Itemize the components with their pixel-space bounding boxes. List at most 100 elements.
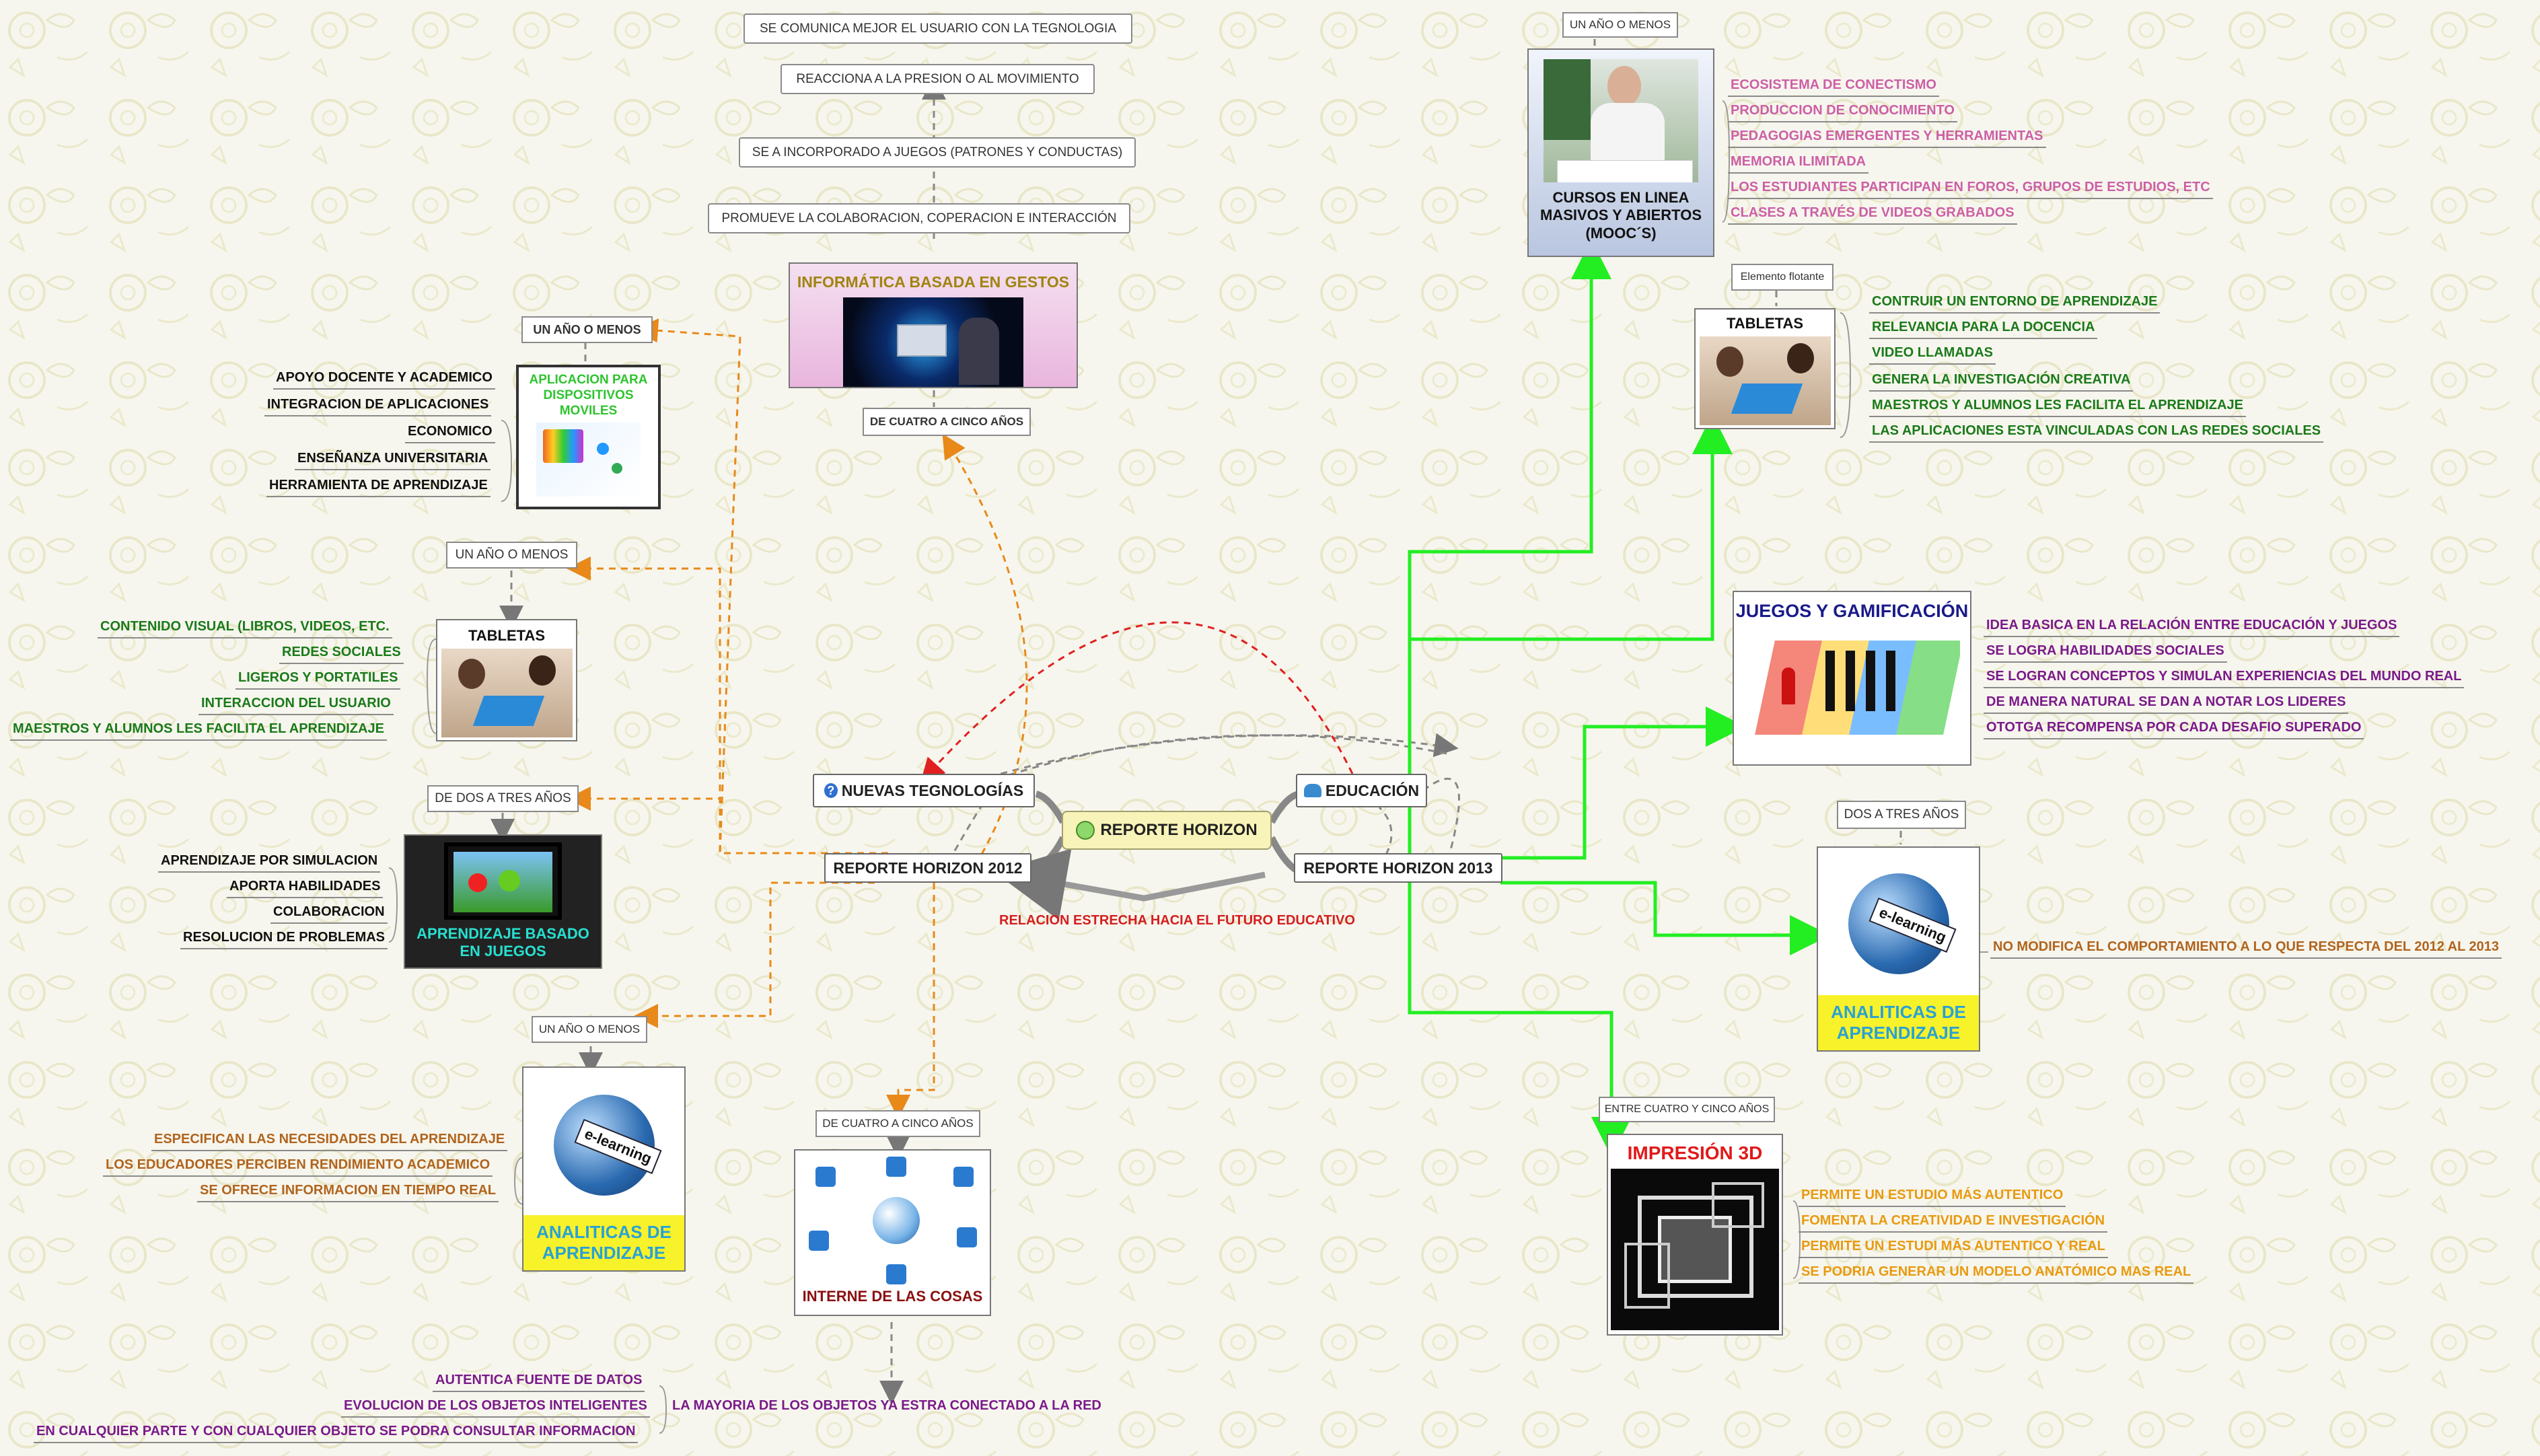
moocs-card[interactable]: CURSOS EN LINEA MASIVOS Y ABIERTOS (MOOC… (1527, 48, 1714, 257)
topic-educacion[interactable]: EDUCACIÓN (1296, 774, 1427, 807)
elearning-globe-icon: e-learning (1831, 860, 1966, 994)
gamificacion-item[interactable]: OTOTGA RECOMPENSA POR CADA DESAFIO SUPER… (1984, 720, 2364, 739)
tabletas12-item[interactable]: CONTENIDO VISUAL (LIBROS, VIDEOS, ETC. (98, 619, 392, 639)
juegos12-card[interactable]: APRENDIZAJE BASADO EN JUEGOS (404, 834, 602, 969)
tabletas12-item[interactable]: INTERACCION DEL USUARIO (198, 696, 394, 715)
tabletas13-item[interactable]: RELEVANCIA PARA LA DOCENCIA (1869, 320, 2098, 339)
analiticas12-title: ANALITICAS DE APRENDIZAJE (523, 1215, 684, 1270)
tabletas13-image (1699, 336, 1831, 426)
gestos-title: INFORMÁTICA BASADA EN GESTOS (797, 273, 1070, 291)
tabletas12-tag[interactable]: UN AÑO O MENOS (446, 542, 577, 569)
impresion-item[interactable]: SE PODRIA GENERAR UN MODELO ANATÓMICO MA… (1799, 1264, 2194, 1284)
juegos12-tag[interactable]: DE DOS A TRES AÑOS (427, 785, 579, 812)
analiticas12-item[interactable]: ESPECIFICAN LAS NECESIDADES DEL APRENDIZ… (151, 1132, 508, 1151)
tabletas12-item[interactable]: REDES SOCIALES (279, 645, 404, 664)
topic-reporte-2013[interactable]: REPORTE HORIZON 2013 (1294, 853, 1502, 883)
tabletas12-card[interactable]: TABLETAS (436, 619, 577, 741)
smile-icon (1076, 821, 1095, 840)
moocs-item[interactable]: CLASES A TRAVÉS DE VIDEOS GRABADOS (1728, 205, 2017, 225)
people-icon (1303, 784, 1321, 797)
gestos-card[interactable]: INFORMÁTICA BASADA EN GESTOS (789, 262, 1078, 388)
tabletas13-title: TABLETAS (1726, 315, 1804, 332)
elearning-globe-icon: e-learning (537, 1081, 672, 1216)
cosas-item[interactable]: AUTENTICA FUENTE DE DATOS (433, 1373, 645, 1392)
juegos12-item[interactable]: APRENDIZAJE POR SIMULACION (158, 853, 381, 873)
moocs-item[interactable]: ECOSISTEMA DE CONECTISMO (1728, 77, 1939, 97)
analiticas12-item[interactable]: LOS EDUCADORES PERCIBEN RENDIMIENTO ACAD… (103, 1157, 493, 1177)
topic-nuevas-tecnologias[interactable]: ? NUEVAS TEGNOLOGÍAS (813, 774, 1035, 807)
moviles-item[interactable]: INTEGRACION DE APLICACIONES (264, 397, 492, 416)
gamificacion-image (1744, 627, 1960, 749)
topic-reporte-2012[interactable]: REPORTE HORIZON 2012 (824, 853, 1031, 883)
topic-nuevas-label: NUEVAS TEGNOLOGÍAS (841, 781, 1024, 799)
moviles-item[interactable]: ECONOMICO (405, 424, 495, 443)
moocs-item[interactable]: MEMORIA ILIMITADA (1728, 154, 1869, 174)
moviles-item[interactable]: ENSEÑANZA UNIVERSITARIA (295, 451, 491, 470)
gamificacion-item[interactable]: DE MANERA NATURAL SE DAN A NOTAR LOS LID… (1984, 694, 2349, 714)
tabletas13-item[interactable]: MAESTROS Y ALUMNOS LES FACILITA EL APREN… (1869, 398, 2246, 417)
tabletas13-item[interactable]: LAS APLICACIONES ESTA VINCULADAS CON LAS… (1869, 423, 2324, 443)
gamificacion-item[interactable]: IDEA BASICA EN LA RELACIÓN ENTRE EDUCACI… (1984, 618, 2400, 637)
analiticas13-title: ANALITICAS DE APRENDIZAJE (1818, 995, 1979, 1050)
moocs-item[interactable]: PEDAGOGIAS EMERGENTES Y HERRAMIENTAS (1728, 129, 2046, 148)
gamificacion-item[interactable]: SE LOGRA HABILIDADES SOCIALES (1984, 643, 2227, 663)
gestos-chain-4[interactable]: PROMUEVE LA COLABORACION, COPERACION E I… (708, 203, 1130, 233)
moocs-item[interactable]: PRODUCCION DE CONOCIMIENTO (1728, 103, 1957, 122)
gestos-chain-1[interactable]: SE COMUNICA MEJOR EL USUARIO CON LA TEGN… (743, 13, 1132, 44)
tabletas13-tag[interactable]: Elemento flotante (1731, 264, 1834, 291)
juegos12-item[interactable]: RESOLUCION DE PROBLEMAS (180, 930, 388, 949)
impresion-item[interactable]: FOMENTA LA CREATIVIDAD E INVESTIGACIÓN (1799, 1213, 2108, 1233)
tabletas13-card[interactable]: TABLETAS (1694, 308, 1836, 429)
impresion-item[interactable]: PERMITE UN ESTUDIO MÁS AUTENTICO (1799, 1188, 2066, 1207)
tabletas13-item[interactable]: GENERA LA INVESTIGACIÓN CREATIVA (1869, 372, 2134, 392)
impresion-image (1611, 1168, 1779, 1330)
juegos12-image (444, 842, 562, 920)
juegos12-title: APRENDIZAJE BASADO EN JUEGOS (416, 925, 589, 960)
impresion-tag[interactable]: ENTRE CUATRO Y CINCO AÑOS (1599, 1097, 1775, 1122)
tabletas12-title: TABLETAS (468, 627, 546, 644)
impresion-card[interactable]: IMPRESIÓN 3D (1607, 1134, 1783, 1336)
analiticas12-card[interactable]: e-learning ANALITICAS DE APRENDIZAJE (522, 1066, 686, 1272)
tabletas13-item[interactable]: CONTRUIR UN ENTORNO DE APRENDIZAJE (1869, 294, 2161, 314)
tabletas12-image (441, 649, 573, 738)
impresion-item[interactable]: PERMITE UN ESTUDI MÁS AUTENTICO Y REAL (1799, 1239, 2108, 1258)
gamificacion-title: JUEGOS Y GAMIFICACIÓN (1735, 601, 1969, 621)
analiticas12-item[interactable]: SE OFRECE INFORMACION EN TIEMPO REAL (197, 1183, 499, 1202)
tabletas12-item[interactable]: MAESTROS Y ALUMNOS LES FACILITA EL APREN… (10, 721, 387, 741)
moviles-item[interactable]: APOYO DOCENTE Y ACADEMICO (273, 370, 495, 390)
analiticas13-tag[interactable]: DOS A TRES AÑOS (1837, 801, 1966, 829)
gestos-chain-3[interactable]: SE A INCORPORADO A JUEGOS (PATRONES Y CO… (739, 137, 1136, 168)
gestos-chain-2[interactable]: REACCIONA A LA PRESION O AL MOVIMIENTO (781, 64, 1095, 94)
moocs-tag[interactable]: UN AÑO O MENOS (1562, 12, 1678, 38)
gamificacion-card[interactable]: JUEGOS Y GAMIFICACIÓN (1733, 591, 1971, 766)
central-topic[interactable]: REPORTE HORIZON (1062, 811, 1272, 850)
cosas-item[interactable]: EN CUALQUIER PARTE Y CON CUALQUIER OBJET… (34, 1424, 639, 1443)
moviles-card[interactable]: APLICACION PARA DISPOSITIVOS MOVILES (516, 365, 661, 509)
relacion-label: RELACION ESTRECHA HACIA EL FUTURO EDUCAT… (999, 913, 1355, 928)
analiticas12-tag[interactable]: UN AÑO O MENOS (532, 1016, 647, 1043)
cosas-tag[interactable]: DE CUATRO A CINCO AÑOS (815, 1110, 980, 1137)
topic-2012-label: REPORTE HORIZON 2012 (833, 859, 1023, 877)
analiticas13-item[interactable]: NO MODIFICA EL COMPORTAMIENTO A LO QUE R… (1990, 939, 2502, 959)
tabletas13-item[interactable]: VIDEO LLAMADAS (1869, 345, 1996, 365)
topic-2013-label: REPORTE HORIZON 2013 (1303, 859, 1493, 877)
moviles-image (536, 423, 641, 497)
moviles-title: APLICACION PARA DISPOSITIVOS MOVILES (529, 373, 648, 418)
tabletas12-item[interactable]: LIGEROS Y PORTATILES (235, 670, 401, 690)
moviles-tag[interactable]: UN AÑO O MENOS (521, 316, 653, 343)
impresion-title: IMPRESIÓN 3D (1627, 1142, 1763, 1163)
cosas-item[interactable]: EVOLUCION DE LOS OBJETOS INTELIGENTES (341, 1398, 650, 1418)
moocs-item[interactable]: LOS ESTUDIANTES PARTICIPAN EN FOROS, GRU… (1728, 180, 2213, 199)
analiticas13-card[interactable]: e-learning ANALITICAS DE APRENDIZAJE (1817, 846, 1980, 1052)
juegos12-item[interactable]: COLABORACION (270, 904, 388, 924)
central-topic-label: REPORTE HORIZON (1100, 821, 1258, 839)
gestos-tag[interactable]: DE CUATRO A CINCO AÑOS (863, 408, 1031, 436)
cosas-card[interactable]: INTERNE DE LAS COSAS (794, 1149, 991, 1316)
topic-educacion-label: EDUCACIÓN (1325, 781, 1420, 799)
cosas-right-item[interactable]: LA MAYORIA DE LOS OBJETOS YA ESTRA CONEC… (672, 1398, 1101, 1413)
gestos-image (843, 297, 1023, 387)
gamificacion-item[interactable]: SE LOGRAN CONCEPTOS Y SIMULAN EXPERIENCI… (1984, 669, 2465, 688)
moviles-item[interactable]: HERRAMIENTA DE APRENDIZAJE (266, 478, 491, 497)
juegos12-item[interactable]: APORTA HABILIDADES (227, 879, 384, 898)
